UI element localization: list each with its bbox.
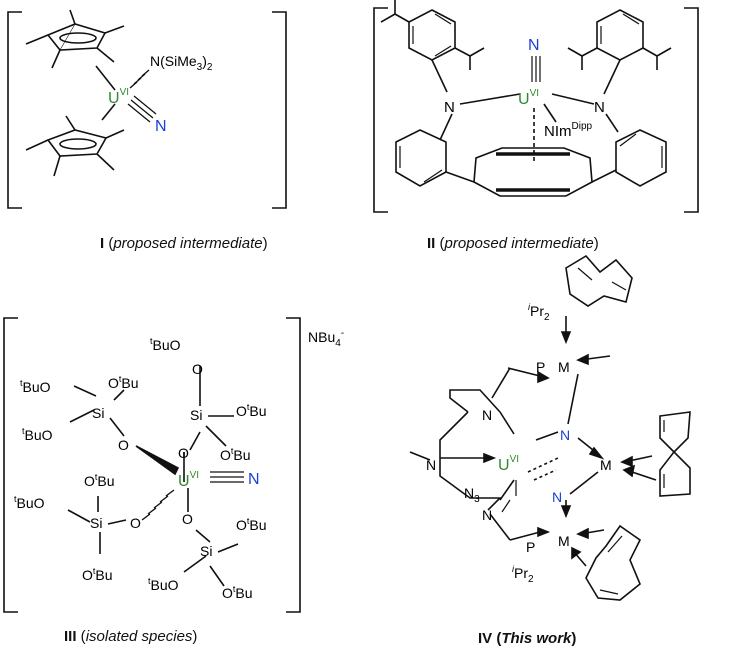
nitride-label-II: N <box>528 37 540 54</box>
n-label-IV-b: N <box>426 457 436 473</box>
n-blue-label-IV-b: N <box>552 489 562 505</box>
otbu-label-III-a: OtBu <box>236 402 267 419</box>
m-label-IV-a: M <box>558 359 570 375</box>
uranium-label-IV: UVI <box>498 454 519 474</box>
structure-II <box>373 0 699 213</box>
labels-II: N UVI N N NImDipp <box>444 37 605 140</box>
tbuo-label-III-c: tBuO <box>22 426 53 443</box>
n3-label-IV: N3 <box>464 485 480 505</box>
o-label-III-c: O <box>118 437 129 453</box>
o-label-III-a: O <box>192 361 203 377</box>
n-right-label-II: N <box>594 99 605 116</box>
structure-III <box>3 317 301 613</box>
caption-IV: IV (This work) <box>478 630 577 647</box>
m-label-IV-b: M <box>600 457 612 473</box>
n-label-IV-a: N <box>482 407 492 423</box>
n-blue-label-IV-a: N <box>560 427 570 443</box>
structure-I <box>7 9 287 209</box>
uranium-label-III: UVI <box>178 470 199 490</box>
labels-IV: iPr2 P M N N N UVI M N3 N N M P iPr2 <box>426 302 612 585</box>
otbu-label-III-f: OtBu <box>236 516 267 533</box>
m-label-IV-c: M <box>558 533 570 549</box>
caption-I: I (proposed intermediate) <box>100 235 268 252</box>
si-label-III-a: Si <box>190 407 202 423</box>
counterion-label-III: NBu4- <box>308 328 344 349</box>
p-label-IV-a: P <box>536 359 545 375</box>
labels-I: N(SiMe3)2 UVI N <box>108 53 213 135</box>
otbu-label-III-g: OtBu <box>222 584 253 601</box>
otbu-label-III-e: OtBu <box>82 566 113 583</box>
caption-III: III (isolated species) <box>64 628 198 645</box>
n-left-label-II: N <box>444 99 455 116</box>
nim-label-II: NImDipp <box>544 121 593 140</box>
structure-IV <box>409 254 691 601</box>
ipr-label-IV-a: iPr2 <box>528 302 550 323</box>
n-label-IV-c: N <box>482 507 492 523</box>
otbu-label-III-c: OtBu <box>108 374 139 391</box>
otbu-label-III-d: OtBu <box>84 472 115 489</box>
nitride-label-I: N <box>155 118 167 135</box>
tbuo-label-III-b: tBuO <box>20 378 51 395</box>
ipr-label-IV-b: iPr2 <box>512 564 534 585</box>
si-label-III-c: Si <box>90 515 102 531</box>
uranium-label-II: UVI <box>518 88 539 108</box>
labels-III: NBu4- tBuO O Si OtBu OtBu O tBuO OtBu Si… <box>14 328 344 601</box>
tbuo-label-III-d: tBuO <box>14 494 45 511</box>
otbu-label-III-b: OtBu <box>220 446 251 463</box>
uranium-label-I: UVI <box>108 87 129 107</box>
tbuo-label-III-e: tBuO <box>148 576 179 593</box>
si-label-III-d: Si <box>200 543 212 559</box>
caption-II: II (proposed intermediate) <box>427 235 599 252</box>
o-label-III-d: O <box>130 515 141 531</box>
nitride-label-III: N <box>248 471 260 488</box>
si-label-III-b: Si <box>92 405 104 421</box>
tbuo-label-III-a: tBuO <box>150 336 181 353</box>
o-label-III-b: O <box>178 445 189 461</box>
p-label-IV-b: P <box>526 539 535 555</box>
o-label-III-e: O <box>182 511 193 527</box>
amide-label-I: N(SiMe3)2 <box>150 53 213 73</box>
